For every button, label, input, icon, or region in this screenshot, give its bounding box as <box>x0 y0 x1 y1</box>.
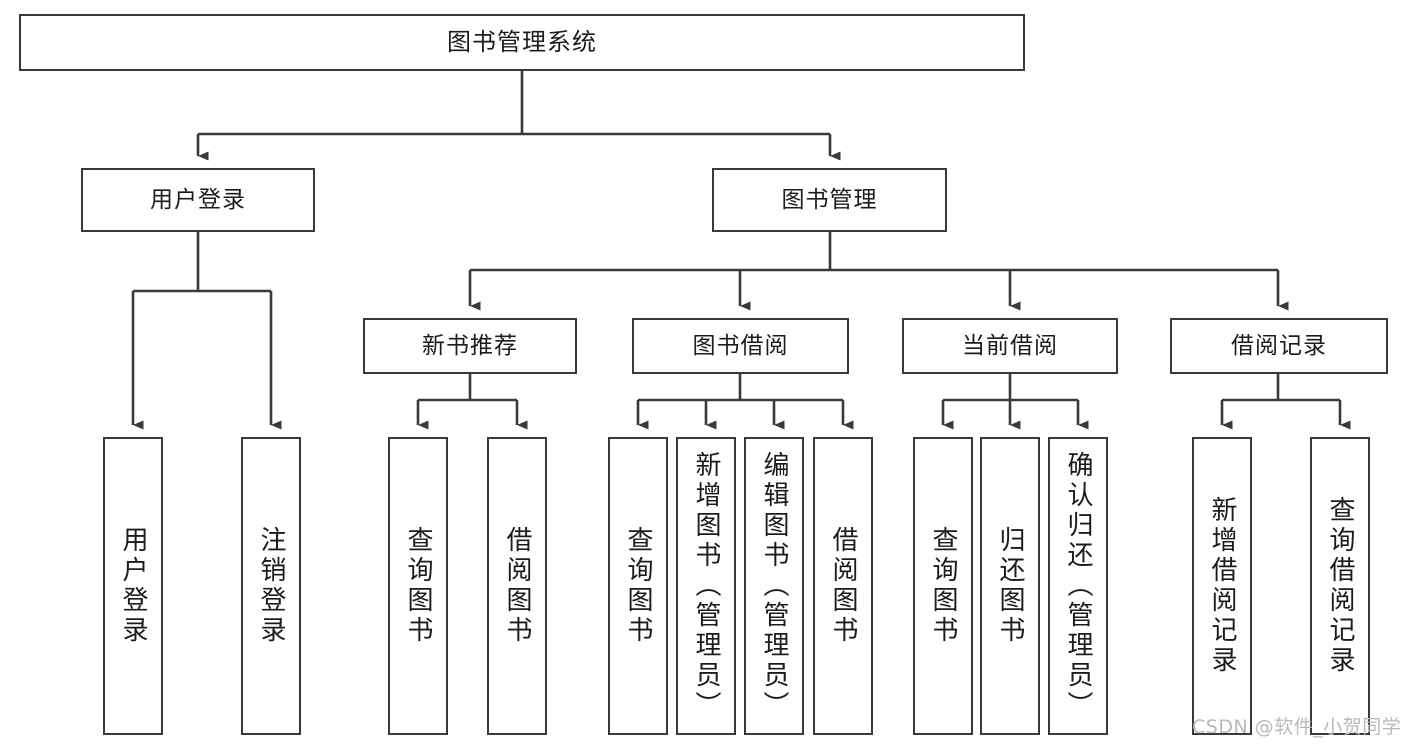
node-label: 归还图书 <box>995 526 1025 646</box>
node-label: 查询图书 <box>403 526 433 646</box>
node-label: 新增借阅记录 <box>1207 496 1237 676</box>
node-borrow-records[interactable]: 借阅记录 <box>1170 318 1388 374</box>
node-book-borrowing[interactable]: 图书借阅 <box>632 318 849 374</box>
leaf-query-book-borrowing[interactable]: 查询图书 <box>608 437 668 735</box>
node-label: 新增图书（管理员） <box>691 451 721 721</box>
node-label: 用户登录 <box>118 526 148 646</box>
node-label: 借阅图书 <box>502 526 532 646</box>
node-label: 当前借阅 <box>962 332 1058 359</box>
leaf-borrow-book-recommendation[interactable]: 借阅图书 <box>487 437 547 735</box>
node-book-management[interactable]: 图书管理 <box>712 168 947 232</box>
node-label: 图书管理 <box>781 186 878 213</box>
leaf-query-borrow-record[interactable]: 查询借阅记录 <box>1310 437 1370 735</box>
node-label: 注销登录 <box>256 526 286 646</box>
watermark: CSDN @软件_小贺同学 <box>1192 716 1402 738</box>
node-label: 新书推荐 <box>422 332 518 359</box>
node-label: 借阅记录 <box>1231 332 1327 359</box>
node-user-login[interactable]: 用户登录 <box>81 168 315 232</box>
leaf-query-book-recommendation[interactable]: 查询图书 <box>388 437 448 735</box>
leaf-return-book[interactable]: 归还图书 <box>980 437 1040 735</box>
node-label: 编辑图书（管理员） <box>759 451 789 721</box>
node-new-book-recommendation[interactable]: 新书推荐 <box>363 318 577 374</box>
leaf-user-login[interactable]: 用户登录 <box>103 437 163 735</box>
node-label: 查询借阅记录 <box>1325 496 1355 676</box>
leaf-confirm-return-admin[interactable]: 确认归还（管理员） <box>1048 437 1108 735</box>
node-label: 借阅图书 <box>828 526 858 646</box>
node-label: 查询图书 <box>623 526 653 646</box>
node-label: 图书管理系统 <box>447 27 597 56</box>
node-current-borrowing[interactable]: 当前借阅 <box>902 318 1118 374</box>
leaf-edit-book-admin[interactable]: 编辑图书（管理员） <box>744 437 804 735</box>
node-label: 用户登录 <box>150 186 246 213</box>
leaf-borrow-book[interactable]: 借阅图书 <box>813 437 873 735</box>
leaf-add-book-admin[interactable]: 新增图书（管理员） <box>676 437 736 735</box>
leaf-user-logout[interactable]: 注销登录 <box>241 437 301 735</box>
node-label: 确认归还（管理员） <box>1063 451 1093 721</box>
node-label: 查询图书 <box>928 526 958 646</box>
leaf-query-book-current[interactable]: 查询图书 <box>913 437 973 735</box>
node-label: 图书借阅 <box>692 332 789 359</box>
leaf-add-borrow-record[interactable]: 新增借阅记录 <box>1192 437 1252 735</box>
node-root-system[interactable]: 图书管理系统 <box>19 14 1025 71</box>
